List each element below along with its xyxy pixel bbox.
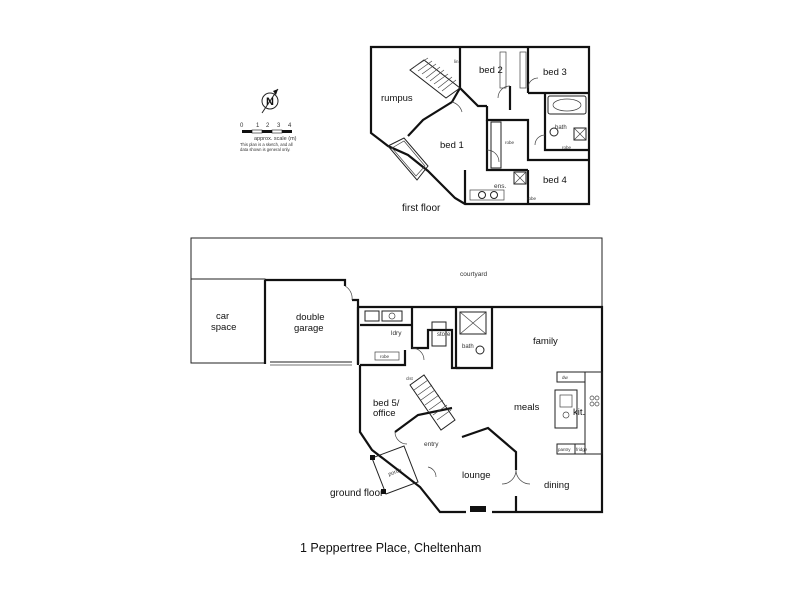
disclaimer-line1: This plan is a sketch, and all: [240, 142, 293, 147]
room-ensuite: ens.: [494, 183, 506, 190]
room-kitchen: kit.: [573, 407, 585, 418]
car-space-line1: car: [216, 311, 229, 322]
bed5-line1: bed 5/: [373, 398, 400, 409]
scale-tick-1: 1: [256, 123, 260, 129]
courtyard-label: courtyard: [460, 271, 487, 278]
dishwasher-label: dw: [562, 375, 569, 380]
linen-label: lin: [454, 59, 459, 64]
robe-label-3: robe: [527, 196, 537, 201]
scale-tick-2: 2: [266, 123, 270, 129]
ground-floor-title: ground floor: [330, 488, 384, 499]
scale-bar: 0 1 2 3 4 approx. scale (m) This plan is…: [240, 123, 297, 152]
robe-label-2: robe: [562, 145, 572, 150]
north-label: N: [266, 96, 274, 108]
room-rumpus: rumpus: [381, 93, 413, 104]
room-bed4: bed 4: [543, 175, 567, 186]
double-garage-line1: double: [296, 312, 325, 323]
disclaimer-line2: data shown is general only.: [240, 147, 290, 152]
fridge-label: fridge: [576, 447, 588, 452]
robe-label-ground: robe: [380, 354, 390, 359]
room-bed2: bed 2: [479, 65, 503, 76]
scale-tick-3: 3: [277, 123, 281, 129]
room-bath-first: bath: [555, 125, 567, 131]
room-store: store: [437, 332, 451, 338]
room-porch: porch: [388, 468, 403, 478]
scale-tick-4: 4: [288, 123, 292, 129]
first-floor-title: first floor: [402, 203, 441, 214]
room-dining: dining: [544, 480, 569, 491]
bed5-line2: office: [373, 408, 396, 419]
ground-floor-plan: courtyard car space double garage ldry s…: [190, 237, 604, 514]
double-garage-line2: garage: [294, 323, 324, 334]
room-bath-ground: bath: [462, 344, 474, 350]
first-floor-plan: rumpus bed 1 bed 2 bed 3 bath ens. bed 4…: [369, 45, 591, 214]
north-arrow-icon: N: [261, 88, 279, 114]
car-space-line2: space: [211, 322, 236, 333]
room-bed1: bed 1: [440, 140, 464, 151]
robe-label-1: robe: [505, 140, 515, 145]
coats-label: clst: [406, 376, 413, 381]
property-address: 1 Peppertree Place, Cheltenham: [300, 541, 481, 555]
room-entry: entry: [424, 441, 439, 448]
scale-tick-0: 0: [240, 123, 244, 129]
room-bed3: bed 3: [543, 67, 567, 78]
room-laundry: ldry: [391, 330, 402, 337]
room-lounge: lounge: [462, 470, 491, 481]
pantry-label: pantry: [558, 447, 571, 452]
room-family: family: [533, 336, 558, 347]
room-meals: meals: [514, 402, 540, 413]
scale-label: approx. scale (m): [254, 136, 297, 142]
